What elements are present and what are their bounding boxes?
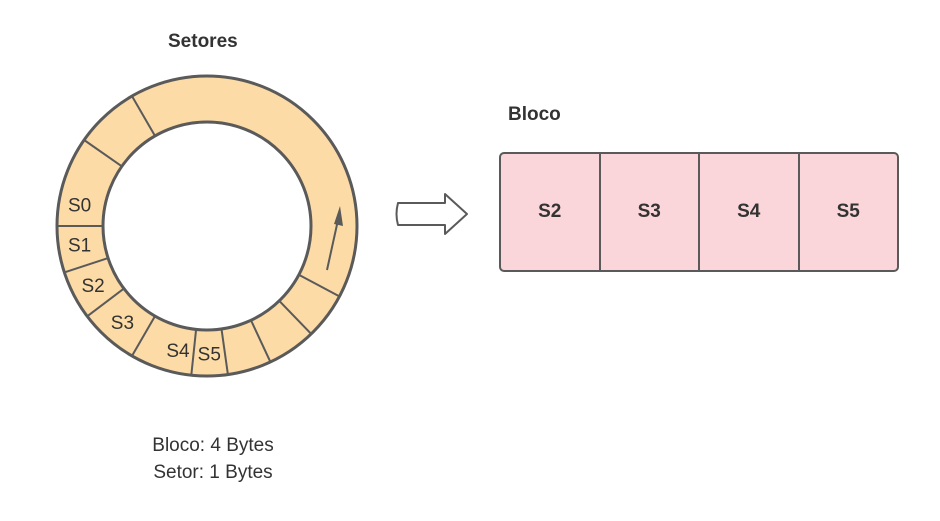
sector-divider: [131, 315, 156, 357]
sector-divider: [190, 329, 198, 376]
sector-divider: [86, 287, 125, 318]
sector-divider: [131, 95, 156, 137]
right-arrow-icon: [395, 193, 468, 235]
rotation-arrow-line: [326, 219, 339, 271]
sector-divider: [278, 300, 312, 335]
block-size-caption: Bloco: 4 Bytes: [152, 435, 274, 456]
sector-label-s2: S2: [81, 276, 104, 297]
block-cell: S4: [700, 154, 800, 270]
rotation-arrow-head: [334, 206, 343, 226]
block-cell: S5: [836, 201, 860, 222]
block-strip: S2 S3 S4 S5: [499, 152, 899, 272]
sector-label-s4: S4: [166, 341, 190, 362]
sector-label-s0: S0: [68, 195, 91, 216]
sector-divider: [250, 319, 272, 363]
sector-divider: [83, 139, 123, 168]
sector-divider: [63, 257, 109, 274]
bloco-title: Bloco: [508, 104, 561, 125]
block-cell: S2: [501, 154, 601, 270]
sector-label-s3: S3: [111, 313, 134, 334]
sector-size-caption: Setor: 1 Bytes: [153, 462, 273, 483]
sector-divider: [220, 328, 229, 375]
sector-divider: [298, 273, 340, 298]
sector-label-s1: S1: [68, 236, 91, 257]
block-cell: S3: [601, 154, 700, 270]
setores-title: Setores: [168, 31, 238, 52]
sector-label-s5: S5: [198, 345, 221, 366]
